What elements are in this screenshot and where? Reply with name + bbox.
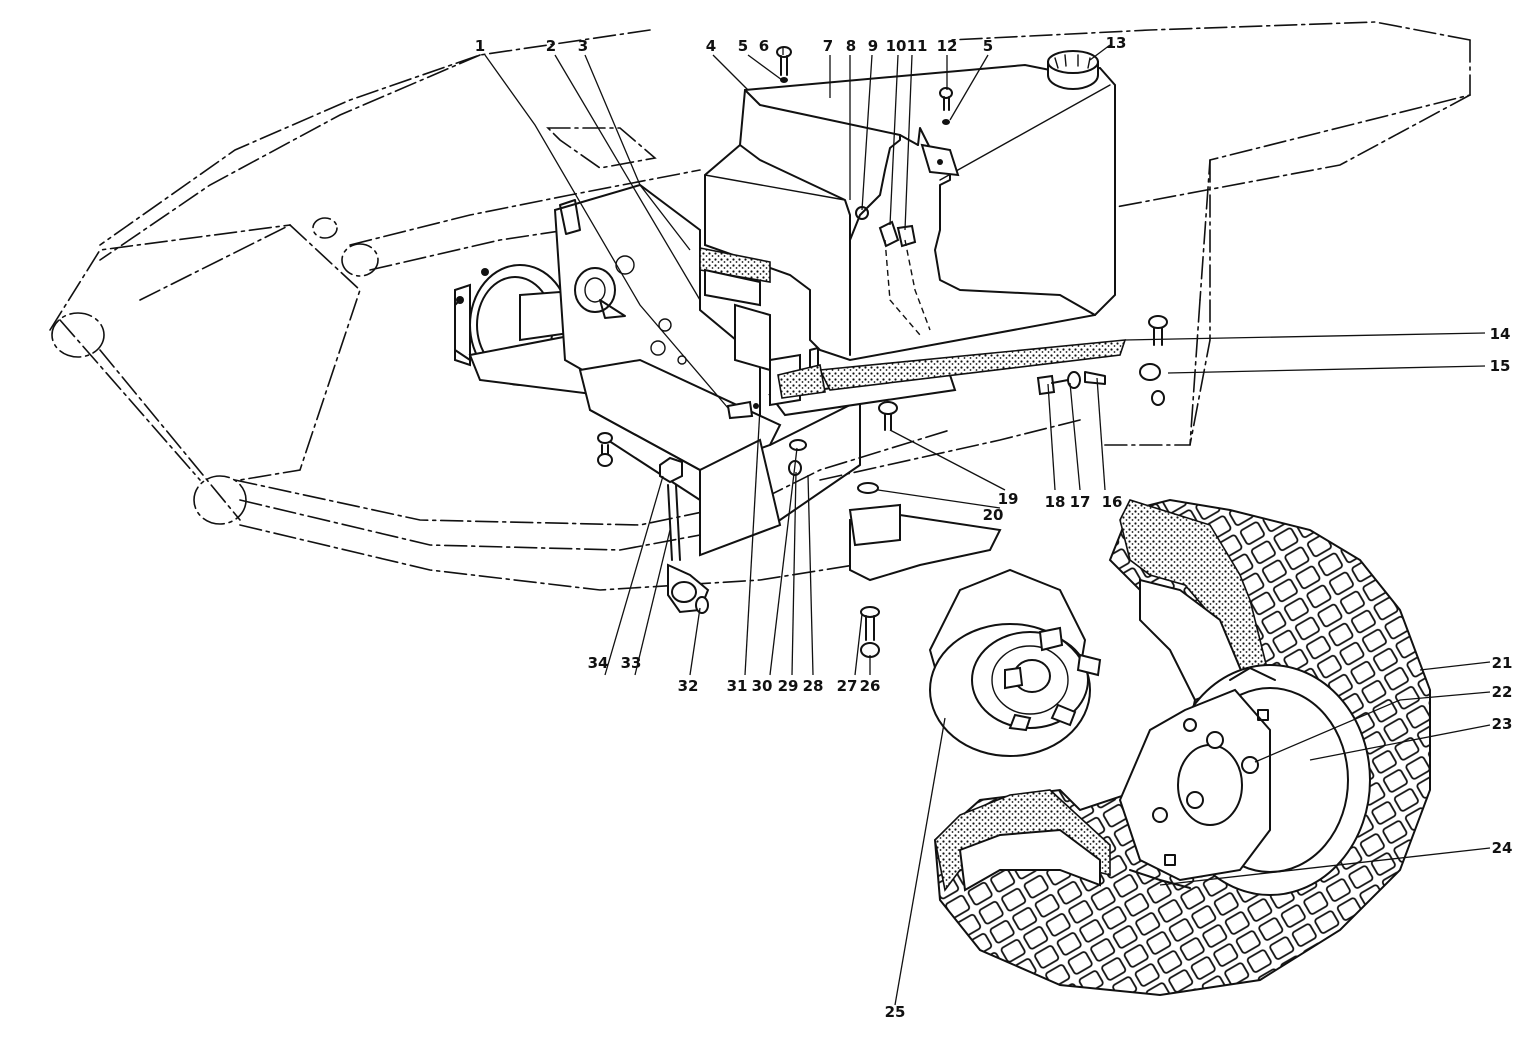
callout-29: 29	[778, 677, 799, 695]
callout-9: 9	[868, 37, 878, 55]
callout-28: 28	[803, 677, 824, 695]
callout-3: 3	[578, 37, 588, 55]
callout-21: 21	[1492, 654, 1513, 672]
callout-25: 25	[885, 1003, 906, 1021]
callout-4: 4	[706, 37, 716, 55]
callout-22: 22	[1492, 683, 1513, 701]
callout-23: 23	[1492, 715, 1513, 733]
callout-30: 30	[752, 677, 773, 695]
callout-27: 27	[837, 677, 858, 695]
callout-31: 31	[727, 677, 748, 695]
callout-12: 12	[937, 37, 958, 55]
callout-13: 13	[1106, 34, 1127, 52]
callout-20: 20	[983, 506, 1004, 524]
callout-18: 18	[1045, 493, 1066, 511]
callout-10: 10	[886, 37, 907, 55]
callout-15: 15	[1490, 357, 1511, 375]
callout-11: 11	[907, 37, 928, 55]
fuel-tank	[699, 50, 1127, 399]
callout-26: 26	[860, 677, 881, 695]
callout-1: 1	[475, 37, 485, 55]
callout-labels: 1 2 3 4 5 6 7 8 9 10 11 12 5 13 14 15 16…	[475, 34, 1513, 1021]
axle-beam-left	[578, 358, 861, 557]
callout-16: 16	[1102, 493, 1123, 511]
callout-14: 14	[1490, 325, 1511, 343]
callout-19: 19	[998, 490, 1019, 508]
tire-assembly	[933, 498, 1431, 997]
callout-5a: 5	[738, 37, 748, 55]
callout-17: 17	[1070, 493, 1091, 511]
callout-5b: 5	[983, 37, 993, 55]
right-wheel-hub	[928, 568, 1102, 757]
callout-7: 7	[823, 37, 833, 55]
callout-32: 32	[678, 677, 699, 695]
callout-24: 24	[1492, 839, 1513, 857]
shift-rod-assembly	[659, 456, 710, 614]
callout-2: 2	[546, 37, 556, 55]
callout-leader-lines	[484, 44, 1491, 1006]
callout-6: 6	[759, 37, 769, 55]
callout-34: 34	[588, 654, 609, 672]
callout-33: 33	[621, 654, 642, 672]
callout-8: 8	[846, 37, 856, 55]
